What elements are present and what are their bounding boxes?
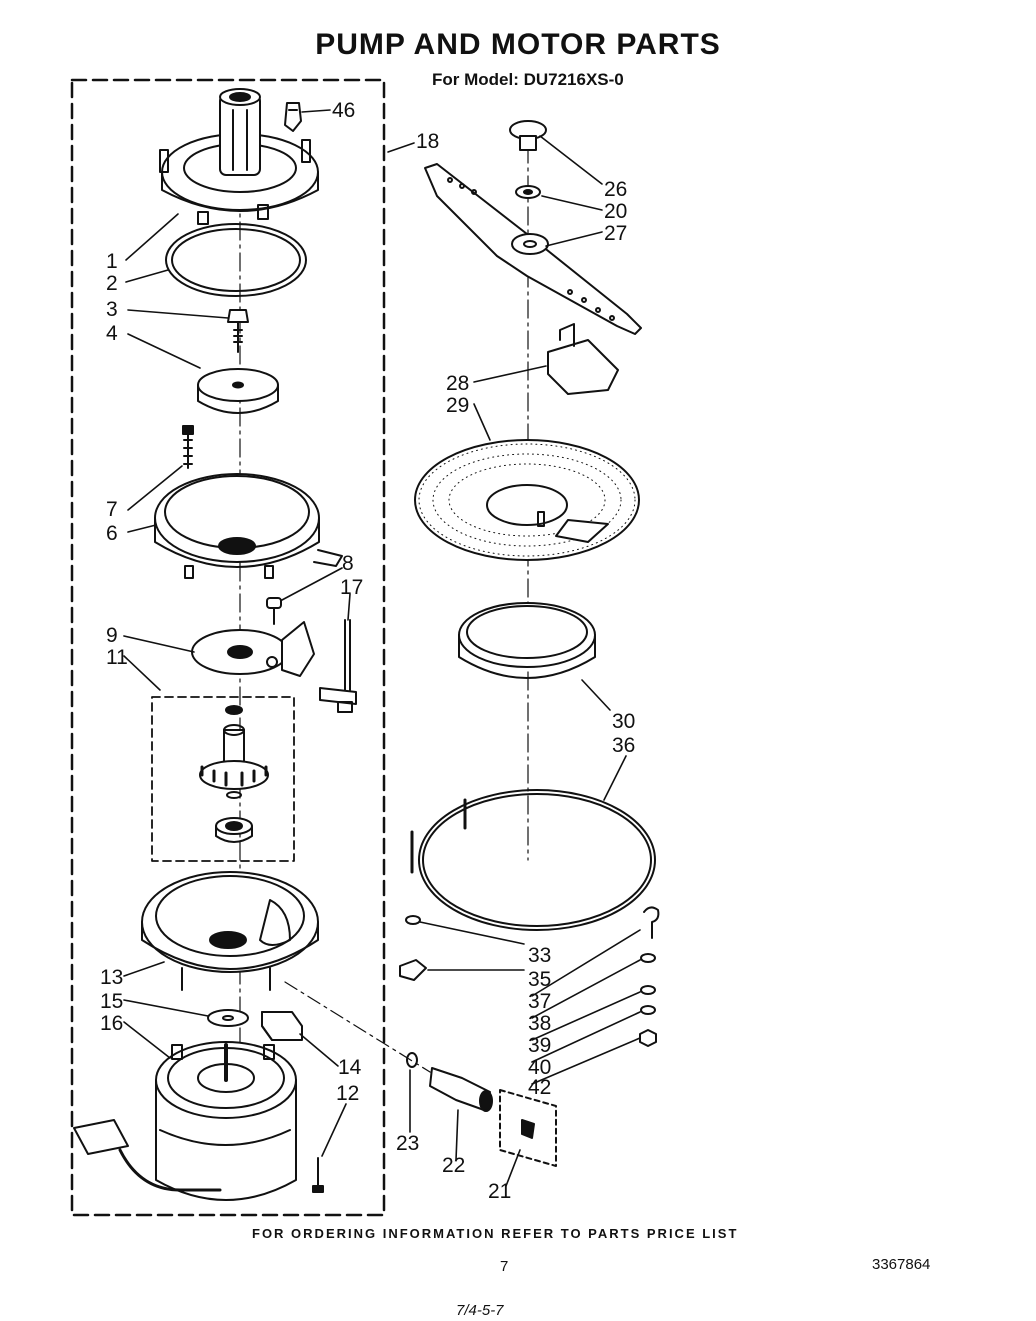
part-9-plate — [191, 621, 315, 677]
callout-37: 37 — [528, 990, 551, 1013]
callout-9: 9 — [106, 624, 118, 647]
part-8-screw — [266, 597, 282, 625]
assembly-boundary — [70, 78, 386, 1217]
part-17-sensor — [319, 619, 357, 713]
callout-4: 4 — [106, 322, 118, 345]
part-22-thermistor — [429, 1067, 493, 1112]
callout-42: 42 — [528, 1076, 551, 1099]
part-36-heating-element — [410, 789, 656, 931]
callout-30: 30 — [612, 710, 635, 733]
callout-18: 18 — [416, 130, 439, 153]
part-6-housing — [154, 473, 343, 579]
callout-15: 15 — [100, 990, 123, 1013]
part-7-screw — [182, 425, 194, 469]
callout-12: 12 — [336, 1082, 359, 1105]
part-3-bolt — [227, 309, 249, 353]
callout-22: 22 — [442, 1154, 465, 1177]
callout-13: 13 — [100, 966, 123, 989]
part-20-washer — [515, 185, 541, 199]
model-subtitle: For Model: DU7216XS-0 — [432, 70, 624, 89]
callout-labels: 46 18 1 2 3 4 7 6 8 17 9 11 13 15 16 14 … — [100, 99, 635, 1203]
part-28-deflector — [547, 323, 619, 395]
ordering-note: FOR ORDERING INFORMATION REFER TO PARTS … — [252, 1226, 739, 1241]
callout-39: 39 — [528, 1034, 551, 1057]
part-14-block — [261, 1011, 303, 1041]
callout-29: 29 — [446, 394, 469, 417]
callout-2: 2 — [106, 272, 118, 295]
callout-36: 36 — [612, 734, 635, 757]
part-13-pump-base — [141, 871, 319, 991]
handwritten-mark: 7/4-5-7 — [456, 1302, 504, 1319]
callout-28: 28 — [446, 372, 469, 395]
callout-23: 23 — [396, 1132, 419, 1155]
callout-46: 46 — [332, 99, 355, 122]
part-11-impeller — [199, 705, 269, 843]
part-1-pump-housing — [159, 88, 319, 225]
part-16-motor — [73, 1041, 297, 1201]
callout-40: 40 — [528, 1056, 551, 1079]
callout-35: 35 — [528, 968, 551, 991]
part-21-bracket — [499, 1089, 557, 1167]
leader-lines — [123, 109, 641, 1187]
parts-37-42-hardware — [639, 906, 660, 1047]
callout-3: 3 — [106, 298, 118, 321]
callout-26: 26 — [604, 178, 627, 201]
callout-17: 17 — [340, 576, 363, 599]
part-33-washer — [405, 915, 421, 925]
part-35-bracket — [399, 959, 427, 981]
callout-8: 8 — [342, 552, 354, 575]
part-2-oring — [165, 223, 307, 297]
callout-16: 16 — [100, 1012, 123, 1035]
callout-6: 6 — [106, 522, 118, 545]
callout-20: 20 — [604, 200, 627, 223]
impeller-kit-boundary — [151, 696, 295, 862]
part-15-washer — [207, 1009, 249, 1027]
page-number: 7 — [500, 1258, 509, 1275]
callout-33: 33 — [528, 944, 551, 967]
part-27-spray-arm — [424, 163, 642, 335]
callout-21: 21 — [488, 1180, 511, 1203]
part-30-ring — [458, 602, 596, 679]
callout-27: 27 — [604, 222, 627, 245]
part-12-screw — [312, 1157, 324, 1193]
part-26-knob — [509, 120, 547, 151]
part-46-clip — [284, 102, 302, 132]
callout-1: 1 — [106, 250, 118, 273]
page-title: PUMP AND MOTOR PARTS — [315, 28, 721, 61]
callout-7: 7 — [106, 498, 118, 521]
document-number: 3367864 — [872, 1256, 931, 1273]
part-29-filter — [414, 439, 640, 561]
callout-11: 11 — [106, 646, 128, 669]
part-23-oring — [406, 1052, 418, 1068]
part-4-cap — [197, 368, 279, 414]
callout-38: 38 — [528, 1012, 551, 1035]
callout-14: 14 — [338, 1056, 362, 1079]
